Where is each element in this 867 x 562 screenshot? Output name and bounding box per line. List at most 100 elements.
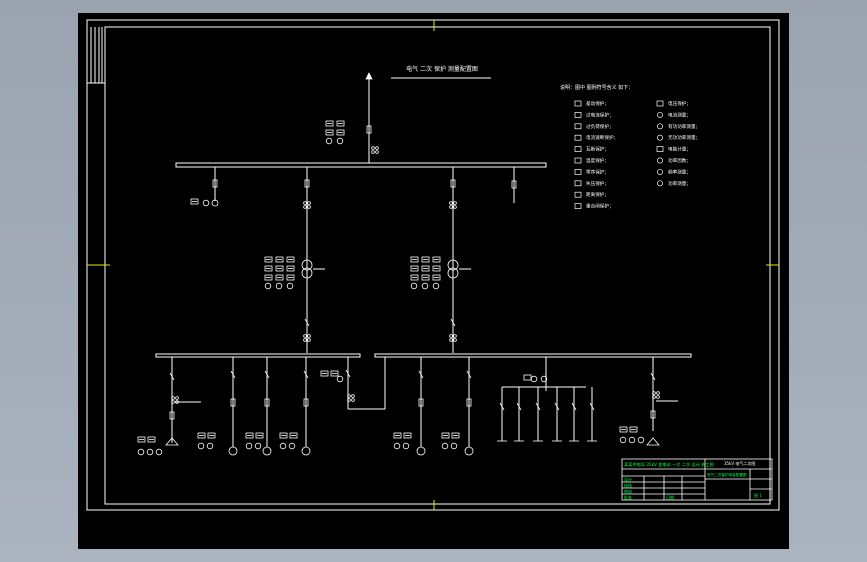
relay-box-icon: [245, 432, 254, 439]
busbar-10kv-section-1: [155, 353, 361, 358]
ct-icon: [656, 391, 660, 395]
relay-box-icon: [403, 432, 412, 439]
switch-icon: [499, 402, 505, 411]
legend-meter-icon: [657, 168, 663, 175]
legend-item-left: 零序保护；: [586, 168, 609, 175]
breaker-icon: [303, 398, 309, 407]
meter-icon: [628, 436, 636, 444]
meter-icon: [450, 442, 458, 450]
ct-icon: [453, 201, 457, 205]
ground-icon: [165, 437, 179, 446]
motor-load-icon: [262, 446, 272, 456]
titleblock-row-1: 设计: [624, 476, 632, 482]
switch-icon: [571, 402, 577, 411]
ct-icon: [307, 205, 311, 209]
breaker-icon: [466, 398, 472, 407]
relay-box-icon: [619, 426, 628, 433]
legend-meter-icon: [657, 123, 663, 130]
relay-box-icon: [286, 265, 295, 272]
circuit-lines: [155, 73, 692, 447]
relay-box-icon: [275, 274, 284, 281]
relay-box-icon: [421, 256, 430, 263]
ct-icon: [375, 150, 379, 154]
breaker-icon: [212, 179, 218, 188]
legend-item-left: 过负荷保护；: [586, 123, 614, 130]
relay-box-icon: [255, 432, 264, 439]
legend-meter-icon: [657, 134, 663, 141]
meter-icon: [202, 199, 210, 207]
meter-icon: [254, 442, 262, 450]
legend-meter-icon: [657, 180, 663, 187]
switch-icon: [516, 402, 522, 411]
titleblock-row-4: 批准: [624, 494, 632, 500]
relay-box-icon: [286, 256, 295, 263]
relay-box-icon: [441, 432, 450, 439]
switch-icon: [169, 372, 175, 381]
switch-icon: [303, 370, 309, 379]
relay-box-icon: [325, 120, 334, 127]
legend-symbol-icon: [574, 169, 582, 175]
legend-item-left: 电流速断保护；: [586, 134, 618, 141]
legend-item-left: 瓦斯保护；: [586, 146, 609, 153]
ct-icon: [171, 396, 175, 400]
meter-icon: [197, 442, 205, 450]
titleblock-row-3: 审核: [624, 488, 632, 494]
switch-icon: [554, 402, 560, 411]
titleblock-row-2: 校核: [624, 482, 632, 488]
relay-box-icon: [410, 265, 419, 272]
switch-icon: [450, 318, 456, 327]
ct-icon: [175, 396, 179, 400]
legend-item-right: 有功功率测量；: [668, 123, 700, 130]
legend-symbol-icon: [574, 203, 582, 209]
legend-symbol-icon: [574, 180, 582, 187]
legend-item-left: 过电流保护；: [586, 111, 614, 118]
drawing-frame: [86, 19, 780, 511]
meter-icon: [402, 442, 410, 450]
relay-box-icon: [264, 274, 273, 281]
ground-icon: [646, 437, 660, 446]
legend-item-left: 差动保护；: [586, 100, 609, 107]
legend-symbol-icon: [574, 157, 582, 164]
titleblock-row-5: 日期: [666, 494, 674, 500]
switch-icon: [230, 370, 236, 379]
meter-icon: [264, 282, 272, 290]
legend-item-left: 重合闸保护；: [586, 203, 614, 210]
pt-icon: [211, 199, 219, 207]
legend-item-right: 功率测量；: [668, 180, 691, 187]
relay-box-icon: [421, 265, 430, 272]
relay-box-icon: [207, 432, 216, 439]
switch-icon: [589, 402, 595, 411]
relay-box-icon: [432, 256, 441, 263]
ct-icon: [453, 334, 457, 338]
relay-box-icon: [197, 432, 206, 439]
meter-icon: [288, 442, 296, 450]
switch-icon: [535, 402, 541, 411]
relay-box-icon: [325, 129, 334, 136]
ct-icon: [375, 146, 379, 150]
title-block: [621, 458, 773, 501]
ct-icon: [303, 338, 307, 342]
ct-icon: [652, 391, 656, 395]
ct-icon: [307, 338, 311, 342]
meter-icon: [421, 282, 429, 290]
legend-item-right: 无功功率测量；: [668, 134, 700, 141]
titleblock-drawing-no: 35kV 电气二次图: [724, 460, 755, 466]
relay-box-icon: [629, 426, 638, 433]
breaker-icon: [450, 179, 456, 188]
meter-icon: [441, 442, 449, 450]
meter-icon: [336, 137, 344, 145]
drawing-sheet[interactable]: 电气 二次 保护 测量配置图 说明：图中 图例符号含义 如下： 差动保护；过电流…: [78, 13, 789, 549]
transformer-winding-icon: [301, 267, 313, 279]
legend-meter-icon: [657, 157, 663, 164]
single-line-diagram: 电气 二次 保护 测量配置图 说明：图中 图例符号含义 如下： 差动保护；过电流…: [86, 19, 780, 511]
relay-box-icon: [410, 256, 419, 263]
legend-item-right: 功率因数；: [668, 157, 691, 164]
legend-symbol-icon: [574, 146, 582, 152]
meter-icon: [146, 448, 154, 456]
ct-icon: [307, 334, 311, 338]
meter-icon: [619, 436, 627, 444]
motor-load-icon: [228, 446, 238, 456]
relay-box-icon: [320, 370, 329, 377]
switch-icon: [466, 370, 472, 379]
